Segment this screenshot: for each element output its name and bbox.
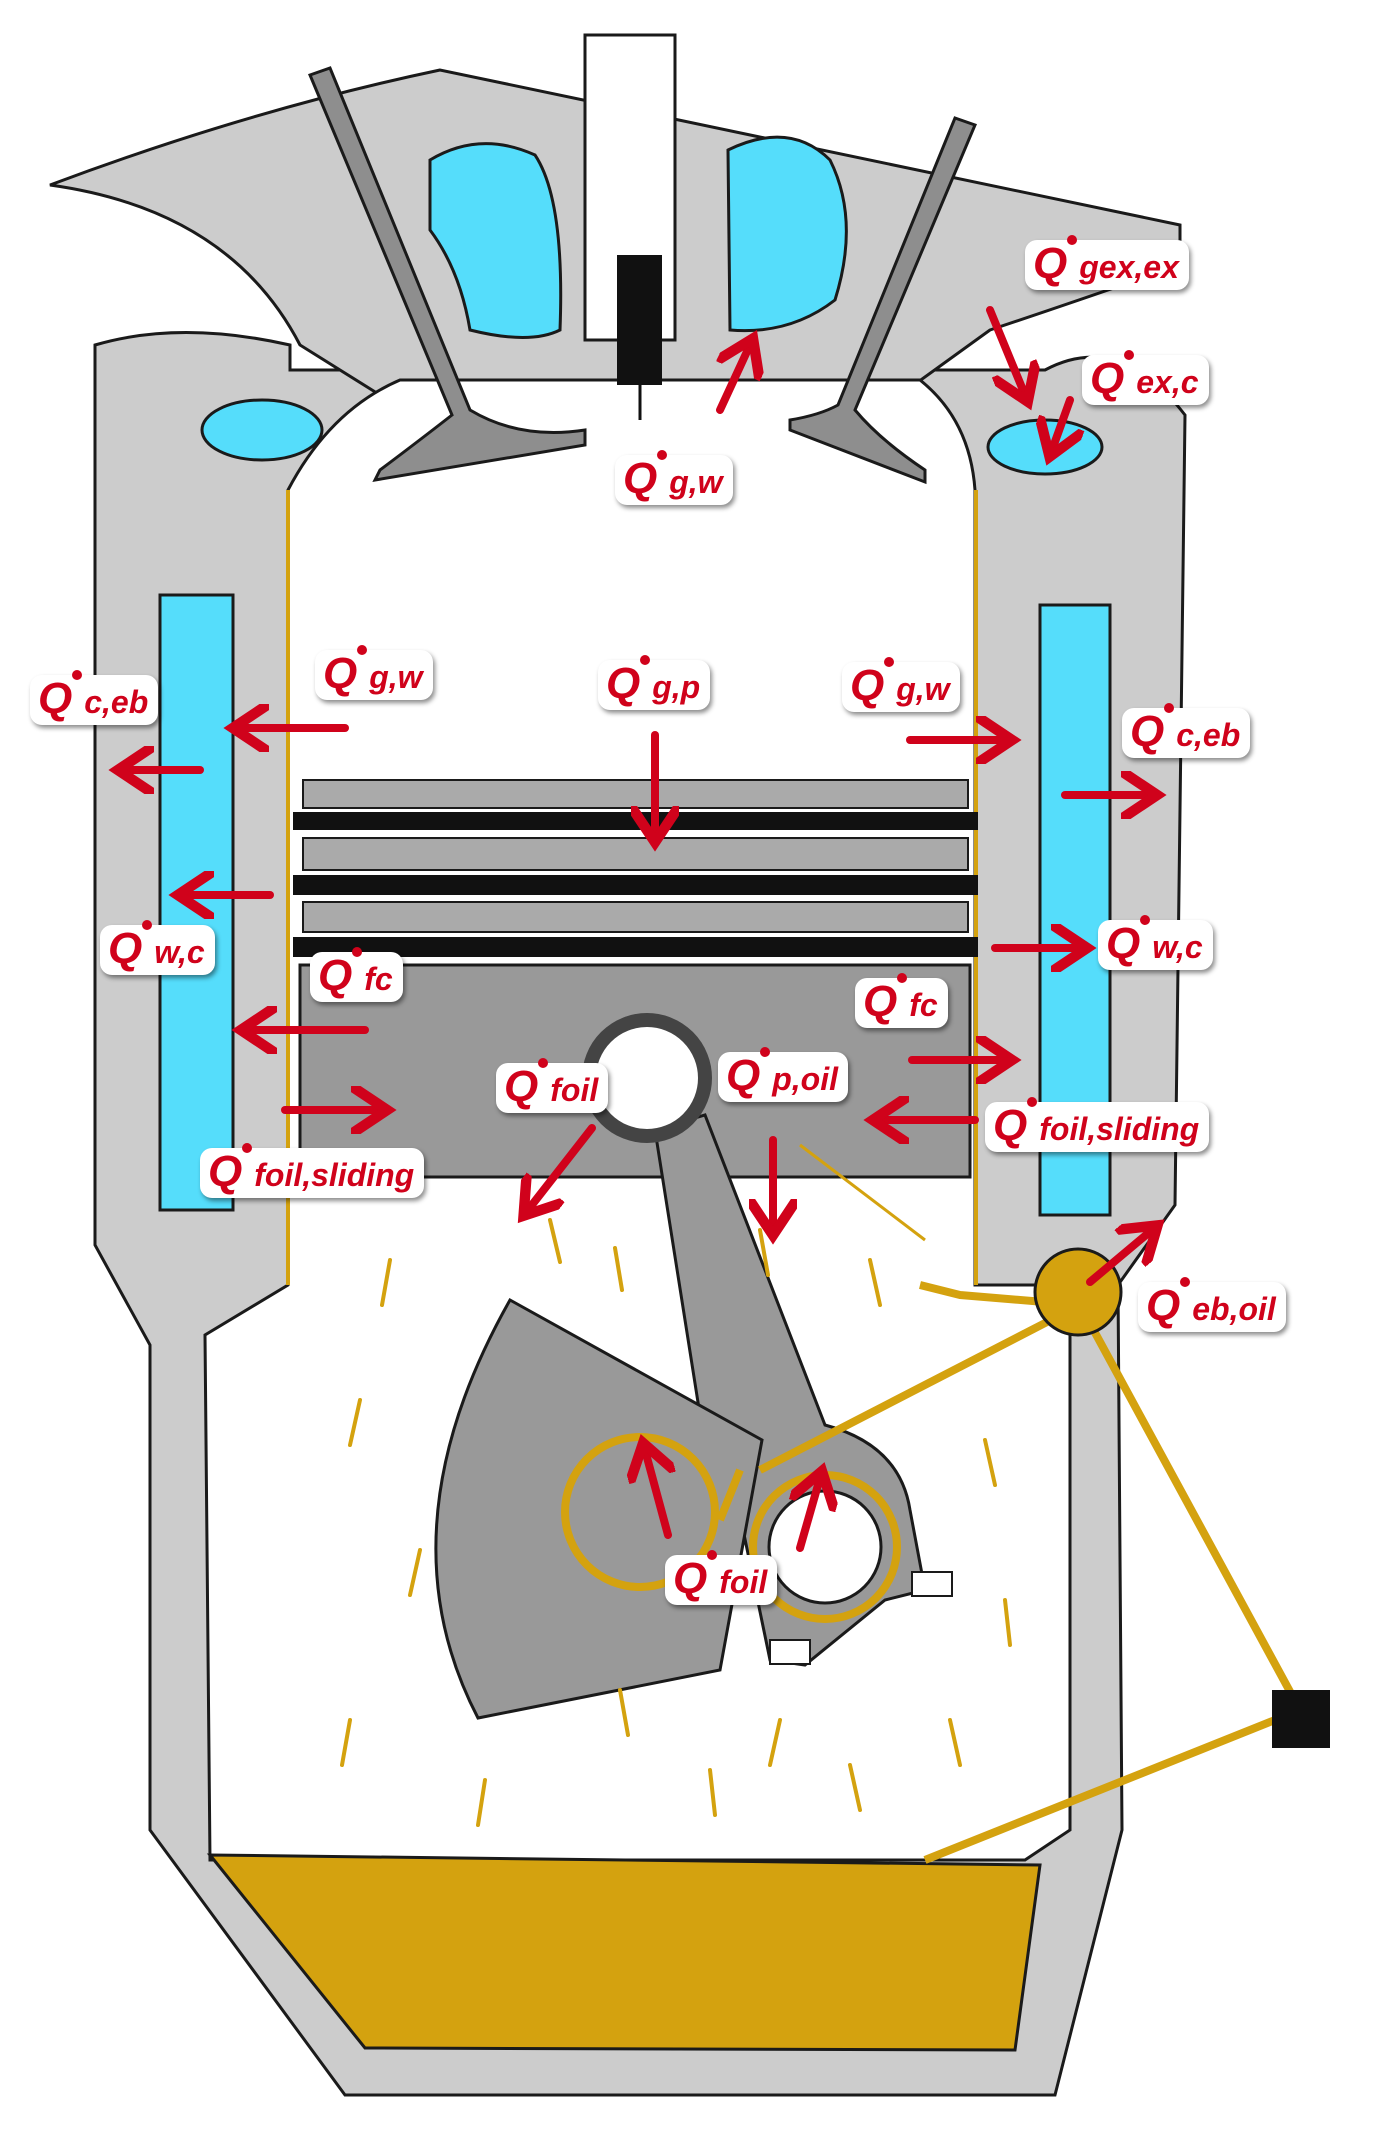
piston-ring-2 xyxy=(293,875,978,895)
piston-ring-land-3 xyxy=(302,901,969,933)
heat-flow-arrows xyxy=(125,306,1152,1552)
piston-ring-3 xyxy=(293,937,978,957)
arrow-g-w-top xyxy=(716,345,750,414)
oil-pump xyxy=(1272,1690,1330,1748)
coolant-port-right xyxy=(986,418,1104,476)
arrow-eb-oil xyxy=(1086,1230,1152,1286)
intake-valve xyxy=(308,66,587,482)
arrow-foil-pin xyxy=(528,1124,596,1210)
piston-ring-1 xyxy=(293,812,978,830)
crankpin-bore xyxy=(767,1489,883,1605)
arrow-ex-c xyxy=(1052,396,1070,450)
crank-oil-bridge xyxy=(716,1468,744,1522)
oil-splash xyxy=(340,1218,1012,1827)
oil-line-branch xyxy=(758,1301,1082,1474)
oil-pan xyxy=(206,1853,1042,2052)
coolant-jacket-left xyxy=(158,593,235,1212)
piston-ring-land-2 xyxy=(302,837,969,871)
rod-bolt-right xyxy=(911,1571,953,1597)
arrow-foil-crank-left xyxy=(645,1450,668,1539)
arrow-foil-crank-right xyxy=(800,1478,820,1552)
spark-plug-tip xyxy=(617,255,662,385)
crank-web xyxy=(434,1297,764,1720)
coolant-port-left xyxy=(200,398,324,462)
piston-ring-land-1 xyxy=(302,779,969,809)
coolant-head-left-chamber xyxy=(428,142,563,339)
oil-jet-spray xyxy=(799,1143,926,1242)
exhaust-valve xyxy=(788,116,978,485)
rod-bolt-left xyxy=(769,1639,811,1665)
coolant-head-right-chamber xyxy=(726,135,848,333)
arrow-gex-ex xyxy=(986,306,1025,395)
